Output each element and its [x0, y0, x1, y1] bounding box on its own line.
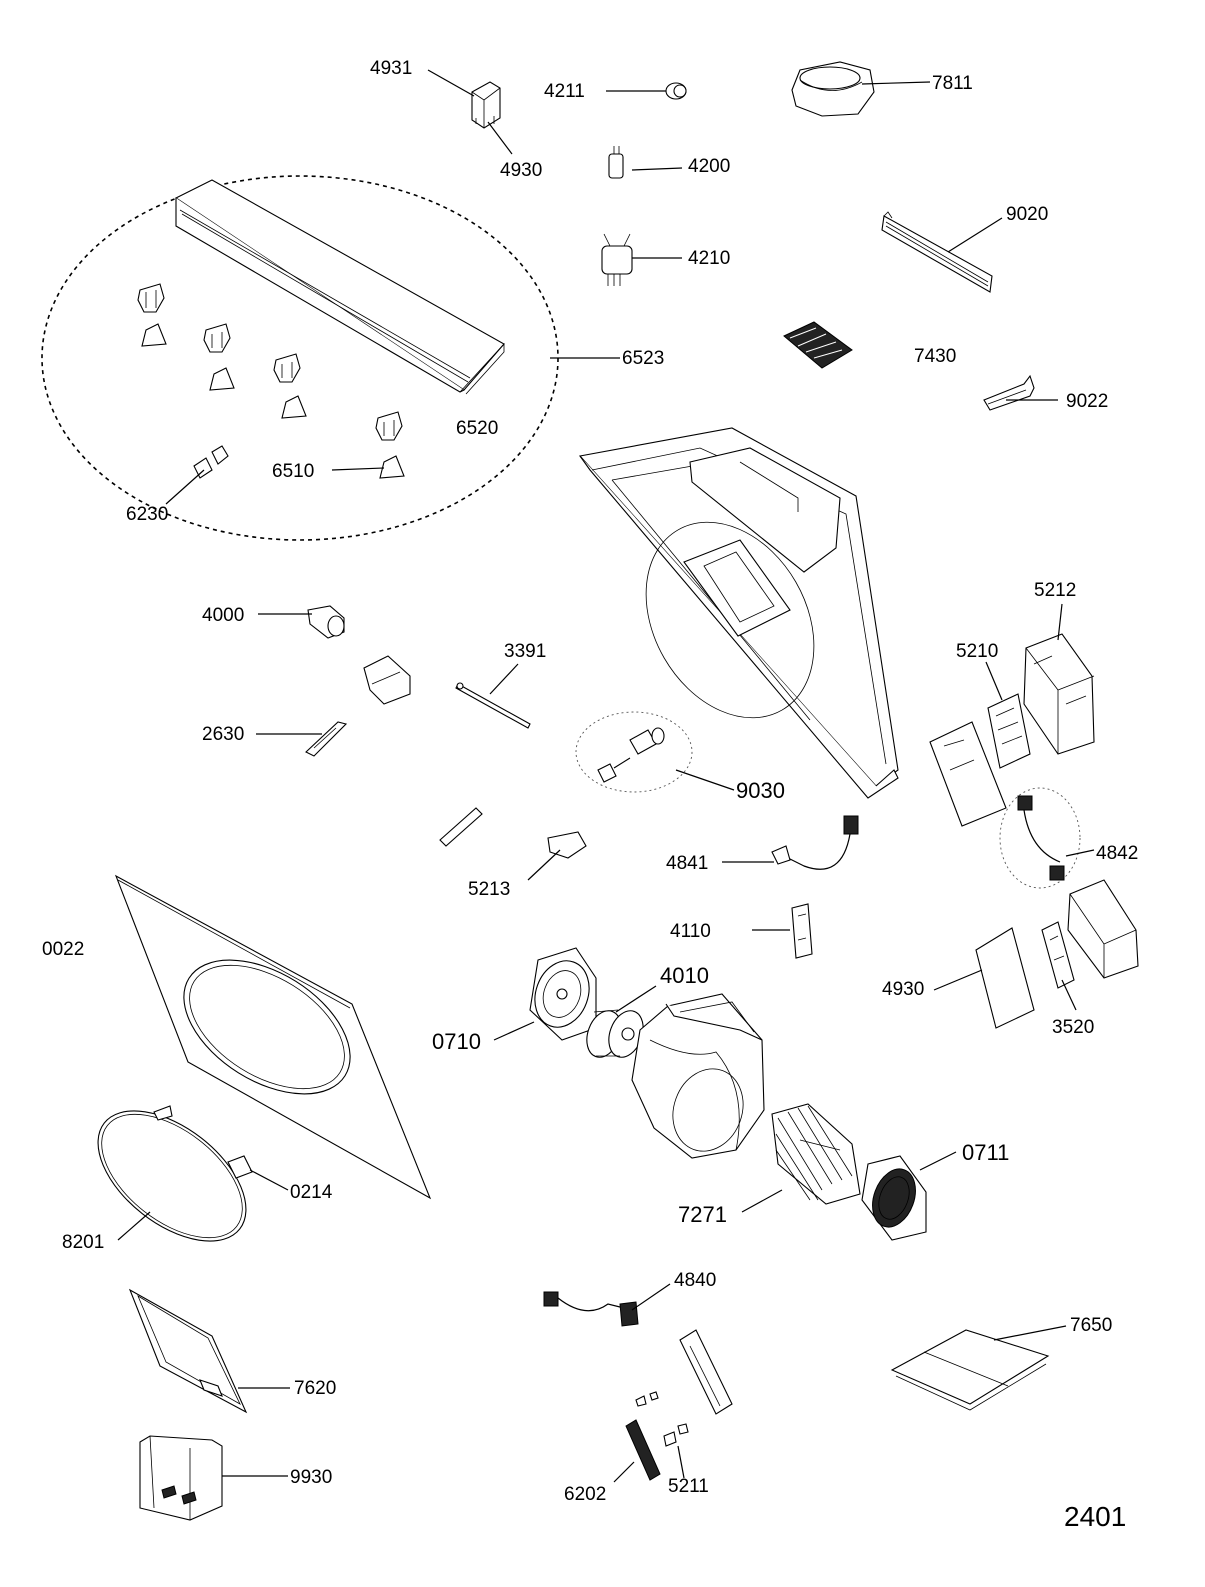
part-4210-capacitor-drawing — [602, 234, 632, 286]
label-9030: 9030 — [736, 778, 785, 803]
label-8201: 8201 — [62, 1232, 104, 1253]
part-3520-board-drawing — [1042, 922, 1074, 988]
label-7620: 7620 — [294, 1378, 336, 1399]
label-4840: 4840 — [674, 1270, 716, 1291]
label-6523: 6523 — [622, 348, 664, 369]
label-3520: 3520 — [1052, 1017, 1094, 1038]
part-9930-bag-drawing — [140, 1436, 222, 1520]
part-7650-filter-pad-drawing — [892, 1330, 1048, 1410]
part-0711-grille-drawing — [862, 1156, 926, 1240]
label-4200: 4200 — [688, 156, 730, 177]
label-2630: 2630 — [202, 724, 244, 745]
label-4841: 4841 — [666, 853, 708, 874]
part-6523-light-bar-drawing — [176, 180, 504, 394]
part-4000-switch-knob-drawing — [308, 606, 344, 638]
part-6520-lamp-holders-drawing — [138, 284, 404, 478]
label-7811: 7811 — [932, 73, 973, 94]
label-5212: 5212 — [1034, 580, 1076, 601]
label-9022: 9022 — [1066, 391, 1108, 412]
part-4200-lamp-drawing — [609, 146, 623, 178]
page-number: 2401 — [1064, 1501, 1126, 1532]
label-6520: 6520 — [456, 418, 498, 439]
part-9022-bracket-drawing — [984, 376, 1034, 410]
label-0022: 0022 — [42, 939, 84, 960]
part-4211-grommet-drawing — [666, 83, 686, 99]
part-blower-housing-drawing — [632, 994, 764, 1161]
part-4841-cord-drawing — [772, 816, 858, 869]
part-4842-harness-drawing — [1000, 788, 1080, 888]
part-bracket-clip-drawing — [364, 656, 410, 704]
part-clip-drawing — [440, 808, 482, 846]
label-5210: 5210 — [956, 641, 998, 662]
part-4931-switch-drawing — [472, 82, 500, 128]
label-4930-top: 4930 — [500, 160, 542, 181]
label-4210: 4210 — [688, 248, 730, 269]
part-4840-harness-drawing — [544, 1292, 638, 1326]
part-7620-filter-drawing — [130, 1290, 246, 1412]
label-0711: 0711 — [962, 1140, 1009, 1165]
part-7430-pad-drawing — [784, 322, 852, 368]
label-7650: 7650 — [1070, 1315, 1112, 1336]
label-4931: 4931 — [370, 58, 412, 79]
label-0710: 0710 — [432, 1029, 481, 1054]
label-9020: 9020 — [1006, 204, 1048, 225]
label-4842: 4842 — [1096, 843, 1138, 864]
part-hood-body-drawing — [580, 428, 898, 798]
label-5213: 5213 — [468, 879, 510, 900]
part-5211-screws-drawing — [664, 1424, 688, 1446]
label-3391: 3391 — [504, 641, 546, 662]
part-relay-box-drawing — [1068, 880, 1138, 978]
part-8201-ring-drawing — [75, 1085, 270, 1267]
part-3391-rod-drawing — [456, 683, 530, 728]
part-5212-control-box-drawing — [1024, 634, 1094, 754]
label-4211: 4211 — [544, 81, 585, 102]
part-bracket-bottom-drawing — [680, 1330, 732, 1414]
label-7271: 7271 — [678, 1202, 727, 1227]
part-7811-collar-drawing — [792, 62, 874, 116]
label-6230: 6230 — [126, 504, 168, 525]
part-6202-terminal-drawing — [626, 1392, 660, 1480]
label-7430: 7430 — [914, 346, 956, 367]
part-0710-motor-plate-drawing — [526, 948, 598, 1040]
part-4010-motor-drawing — [581, 1006, 649, 1062]
part-4110-switch-drawing — [792, 904, 812, 958]
part-0214-clip-drawing — [228, 1156, 252, 1178]
label-9930: 9930 — [290, 1467, 332, 1488]
label-4930-right: 4930 — [882, 979, 924, 1000]
part-2630-plate-drawing — [306, 722, 346, 756]
part-6230-connector-drawing — [194, 446, 228, 478]
part-9020-rail-drawing — [882, 212, 992, 292]
label-6202: 6202 — [564, 1484, 606, 1505]
part-5213-clip-drawing — [548, 832, 586, 858]
label-4010: 4010 — [660, 963, 709, 988]
label-6510: 6510 — [272, 461, 314, 482]
part-9030-hardware-kit-drawing — [576, 712, 692, 792]
part-4930-panel-drawing — [976, 928, 1034, 1028]
part-7271-impeller-drawing — [772, 1104, 860, 1204]
label-4000: 4000 — [202, 605, 244, 626]
part-panel-drawing — [930, 722, 1006, 826]
label-5211: 5211 — [668, 1476, 709, 1497]
label-4110: 4110 — [670, 921, 711, 942]
label-0214: 0214 — [290, 1182, 333, 1203]
part-5210-board-drawing — [988, 694, 1030, 768]
part-0022-panel-drawing — [116, 876, 430, 1198]
